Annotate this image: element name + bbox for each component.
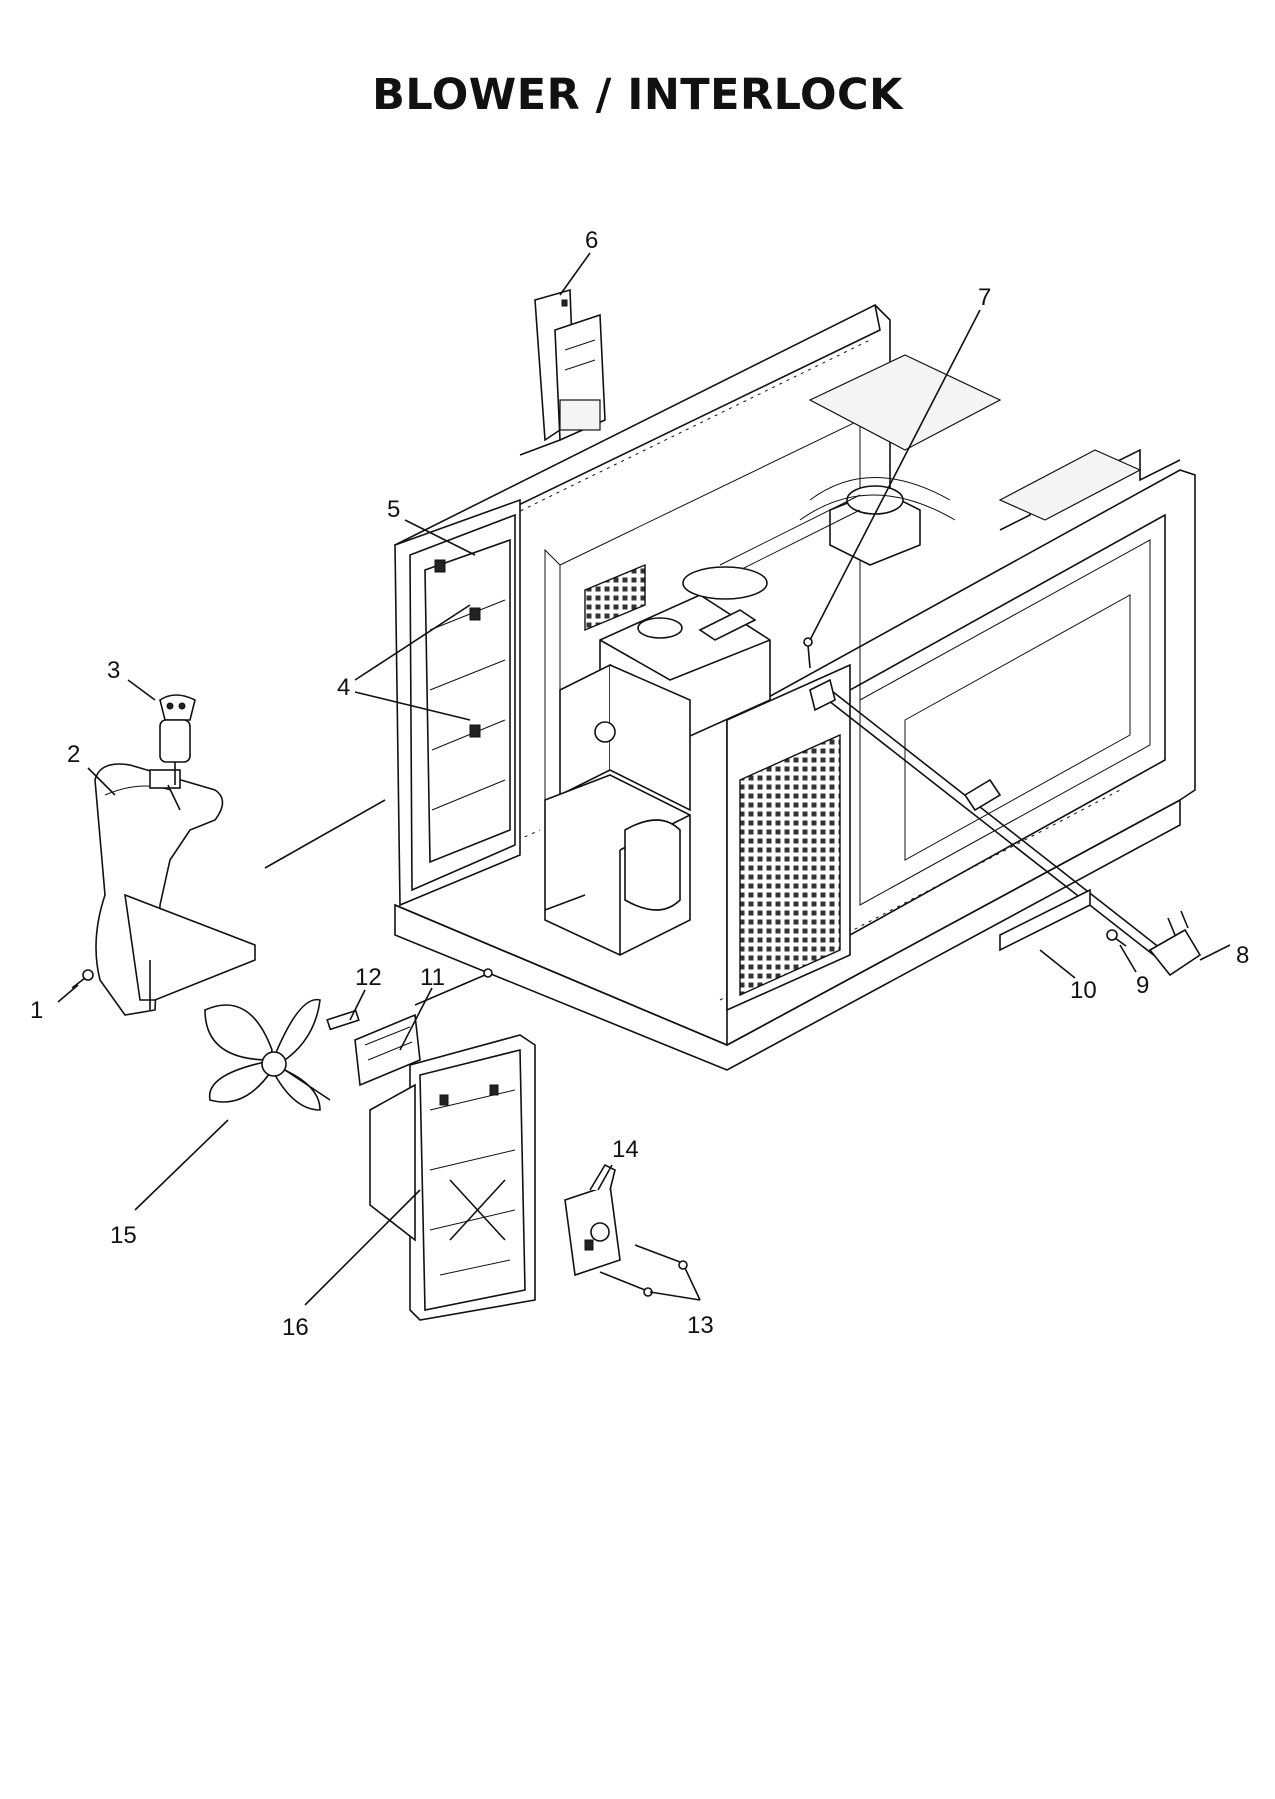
leader-lines: [57, 252, 1231, 1306]
callout-2: 2: [67, 741, 80, 768]
callout-16: 16: [282, 1314, 309, 1341]
callout-14: 14: [612, 1136, 639, 1163]
fan-blade: [204, 998, 331, 1111]
callout-labels: 1 2 3 4 5 6 7 8 9 10 11 12 13 14 15 16: [30, 227, 1249, 1341]
cord-cover-plate: [999, 888, 1091, 952]
diagram-title: BLOWER / INTERLOCK: [372, 70, 903, 120]
screw-9: [1106, 929, 1127, 947]
blower-bracket: [369, 1034, 536, 1321]
mesh-panel: [726, 663, 851, 1012]
blower-housing: [94, 763, 256, 1016]
fuse: [326, 1009, 360, 1031]
callout-10: 10: [1070, 977, 1097, 1004]
front-panel: [394, 498, 521, 907]
callout-9: 9: [1136, 972, 1149, 999]
screws-13: [599, 1244, 688, 1297]
callout-8: 8: [1236, 942, 1249, 969]
callout-6: 6: [585, 227, 598, 254]
screw-1: [71, 969, 94, 989]
interlock-bracket: [534, 288, 606, 442]
callout-15: 15: [110, 1222, 137, 1249]
power-cord: [809, 678, 1202, 977]
callout-4: 4: [337, 674, 350, 701]
callout-5: 5: [387, 496, 400, 523]
screw-7: [803, 637, 813, 669]
callout-7: 7: [978, 284, 991, 311]
interlock-switch: [564, 1163, 621, 1277]
callout-13: 13: [687, 1312, 714, 1339]
inner-vent: [584, 563, 646, 632]
callout-1: 1: [30, 997, 43, 1024]
callout-3: 3: [107, 657, 120, 684]
fan-motor: [159, 694, 196, 811]
callout-11: 11: [420, 964, 445, 991]
callout-12: 12: [355, 964, 382, 991]
magnetron-assembly: [544, 477, 956, 956]
